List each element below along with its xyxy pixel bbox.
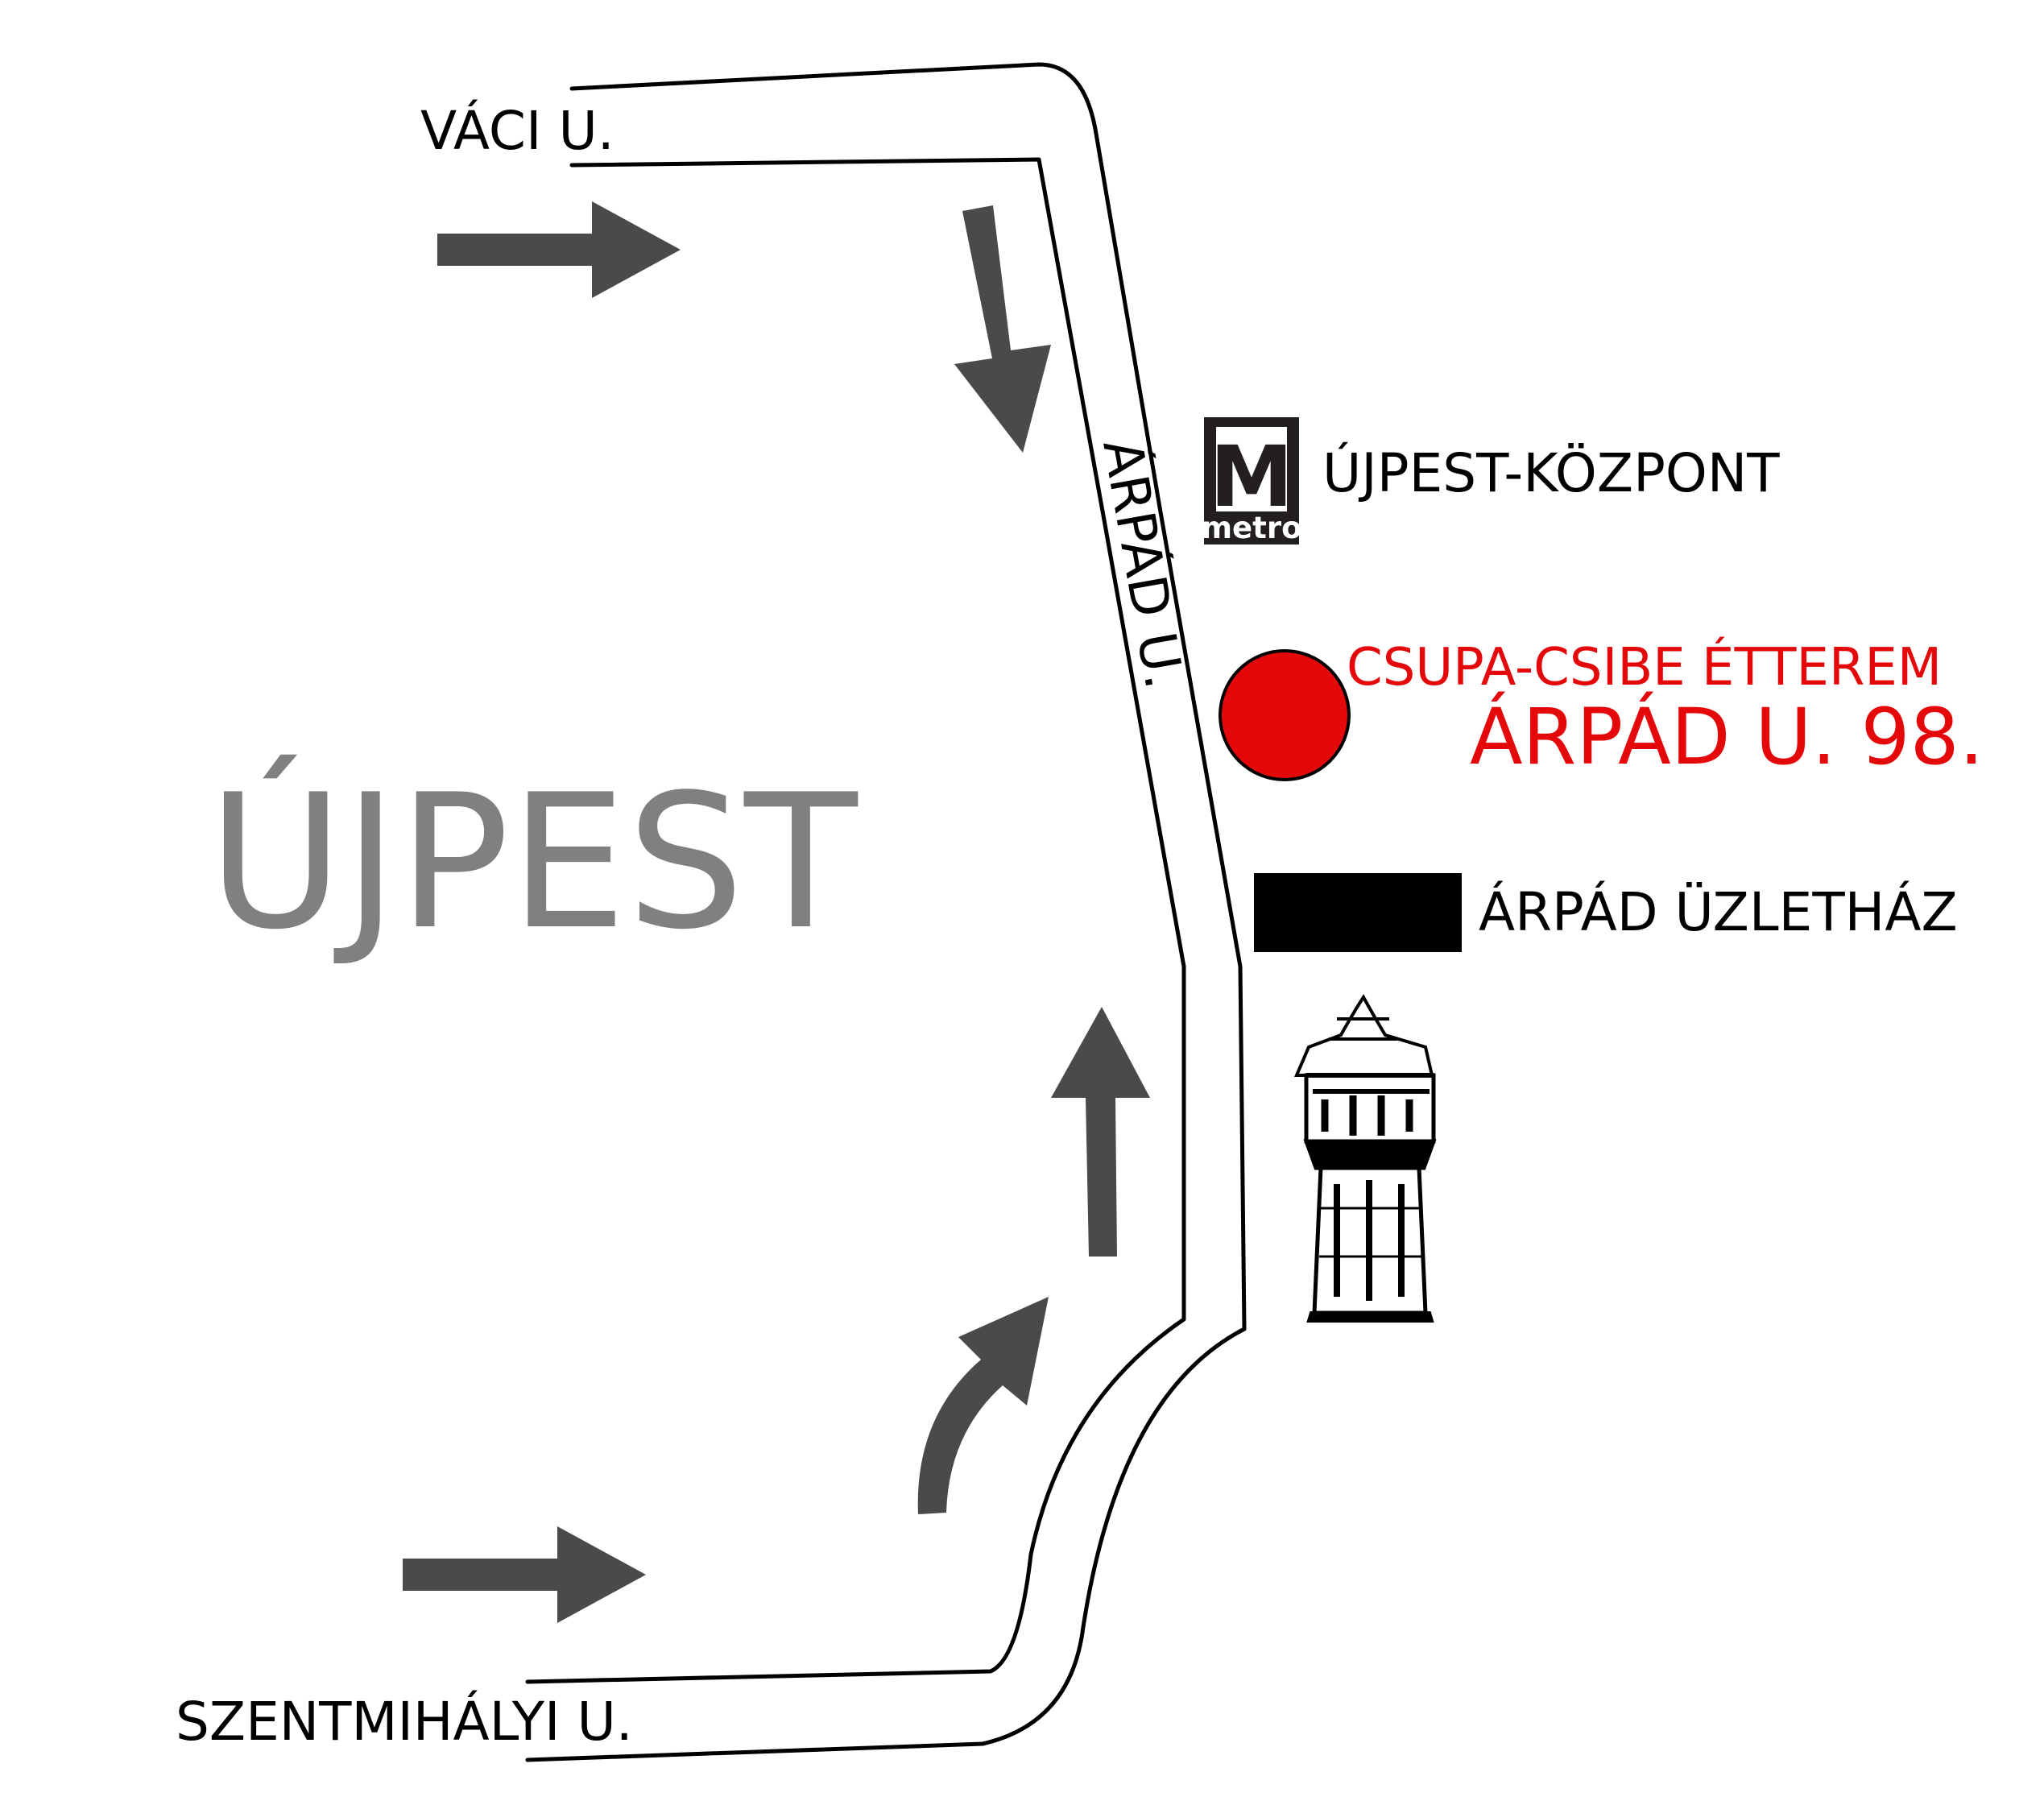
arrow-curve-north-icon — [917, 1297, 1049, 1514]
road-south-edge — [525, 1327, 1247, 1762]
arrow-north-arpad-icon — [1051, 1007, 1150, 1257]
building-icon — [1254, 873, 1462, 952]
direction-arrows — [403, 201, 1150, 1623]
road-network — [525, 62, 1247, 1762]
street-label-arpad: ÁRPÁD U. — [1090, 434, 1195, 693]
road-outer-edge — [569, 62, 1247, 1331]
metro-logo-letter: M — [1210, 428, 1293, 526]
restaurant-address: ÁRPÁD U. 98. — [1470, 691, 1984, 782]
arrow-east-vaci-icon — [437, 201, 681, 298]
street-label-vaci: VÁCI U. — [420, 100, 614, 162]
metro-logo-caption: metro — [1201, 511, 1301, 545]
landmark-name: ÁRPÁD ÜZLETHÁZ — [1479, 881, 1958, 943]
street-label-szentmihalyi: SZENTMIHÁLYI U. — [176, 1691, 633, 1753]
district-name: ÚJPEST — [208, 754, 859, 971]
arrow-east-szentmihalyi-icon — [403, 1526, 646, 1623]
metro-station-name: ÚJPEST-KÖZPONT — [1322, 442, 1780, 504]
metro-logo-icon: M metro — [1201, 417, 1302, 545]
restaurant-name: CSUPA-CSIBE ÉTTEREM — [1347, 636, 1942, 698]
arrow-south-arpad-icon — [954, 205, 1051, 453]
restaurant-marker-icon — [1219, 649, 1351, 781]
water-tower-icon — [1293, 994, 1437, 1323]
road-inner-edge — [525, 157, 1186, 1684]
